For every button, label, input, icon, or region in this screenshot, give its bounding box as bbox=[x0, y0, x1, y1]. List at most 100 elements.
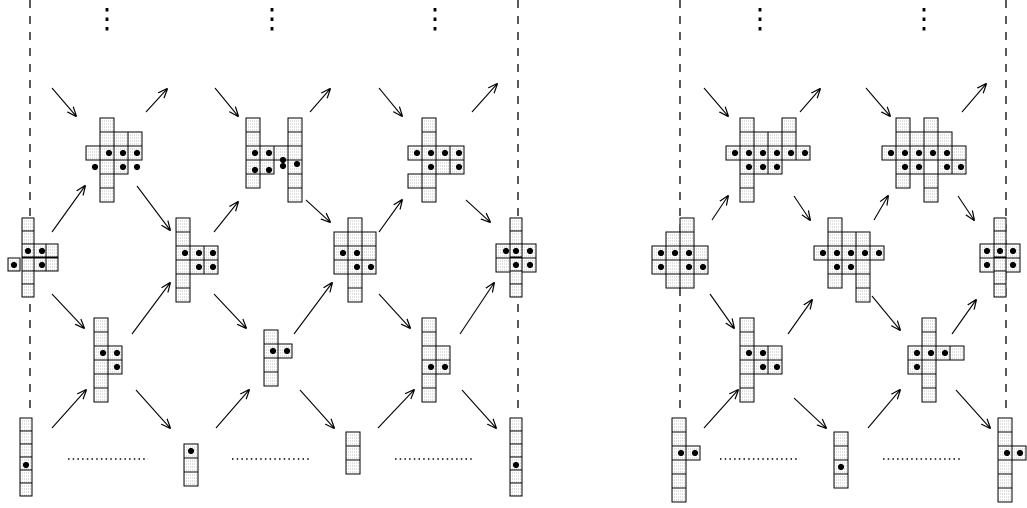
cell bbox=[245, 173, 261, 189]
arrow bbox=[787, 300, 812, 335]
config-L-top-1 bbox=[85, 117, 143, 203]
bead bbox=[861, 249, 869, 257]
bead bbox=[759, 349, 767, 357]
vertical-ellipsis: ⋮ bbox=[910, 2, 938, 35]
bead bbox=[455, 149, 463, 157]
bead bbox=[847, 249, 855, 257]
arrow bbox=[51, 87, 76, 116]
cell bbox=[679, 217, 695, 233]
cell bbox=[739, 187, 755, 203]
bead bbox=[209, 249, 217, 257]
bead bbox=[773, 163, 781, 171]
cell bbox=[19, 482, 33, 497]
bead bbox=[353, 263, 361, 271]
bead bbox=[91, 163, 99, 171]
config-L-bot-2 bbox=[345, 431, 361, 475]
bead bbox=[526, 261, 534, 269]
bead bbox=[441, 363, 449, 371]
bead bbox=[731, 149, 739, 157]
bead bbox=[339, 249, 347, 257]
bead bbox=[209, 263, 217, 271]
arrow bbox=[378, 293, 410, 328]
bead bbox=[983, 247, 991, 255]
config-L-mid-3 bbox=[495, 217, 537, 298]
bead bbox=[759, 149, 767, 157]
arrow bbox=[215, 390, 249, 429]
cell bbox=[509, 283, 523, 298]
arrow bbox=[378, 87, 402, 116]
cell bbox=[993, 257, 1007, 272]
bead bbox=[745, 349, 753, 357]
bead bbox=[133, 163, 141, 171]
arrow bbox=[957, 195, 974, 220]
bead bbox=[677, 449, 685, 457]
config-L-low-2 bbox=[263, 329, 293, 387]
arrow bbox=[709, 293, 734, 328]
cell bbox=[833, 473, 849, 489]
vertical-ellipsis: ⋮ bbox=[746, 2, 774, 35]
cell bbox=[345, 459, 361, 475]
config-R-top-1 bbox=[725, 117, 811, 203]
bead bbox=[691, 449, 699, 457]
cell bbox=[993, 283, 1007, 298]
config-R-mid-0 bbox=[651, 217, 709, 289]
bead bbox=[913, 363, 921, 371]
config-L-low-1 bbox=[93, 317, 123, 403]
bead bbox=[915, 163, 923, 171]
arrow bbox=[703, 87, 728, 116]
bead bbox=[983, 261, 991, 269]
arrow bbox=[793, 397, 826, 428]
cell bbox=[19, 443, 33, 458]
bead bbox=[787, 149, 795, 157]
cell bbox=[21, 230, 35, 245]
bead bbox=[195, 263, 203, 271]
bead bbox=[113, 363, 121, 371]
config-R-low-2 bbox=[907, 317, 965, 403]
cell bbox=[421, 387, 437, 403]
cell bbox=[509, 469, 523, 484]
bead bbox=[251, 149, 259, 157]
config-L-mid-2 bbox=[333, 217, 377, 303]
bead bbox=[915, 149, 923, 157]
bead bbox=[943, 163, 951, 171]
bead bbox=[502, 247, 510, 255]
arrow bbox=[378, 200, 402, 233]
bead bbox=[1016, 449, 1024, 457]
config-R-low-1 bbox=[739, 317, 783, 403]
bead bbox=[837, 463, 845, 471]
cell bbox=[509, 443, 523, 458]
arrow bbox=[459, 283, 494, 335]
arrow bbox=[145, 89, 167, 113]
bead bbox=[512, 247, 520, 255]
cell bbox=[21, 283, 35, 298]
bead bbox=[38, 261, 46, 269]
arrow bbox=[213, 202, 238, 233]
arrow bbox=[471, 84, 497, 113]
bead bbox=[833, 249, 841, 257]
arrow bbox=[955, 389, 990, 428]
cell bbox=[347, 287, 363, 303]
arrow bbox=[131, 283, 170, 335]
bead bbox=[819, 249, 827, 257]
cell bbox=[19, 469, 33, 484]
bead bbox=[929, 149, 937, 157]
arrow bbox=[961, 84, 986, 113]
bead bbox=[901, 163, 909, 171]
bead bbox=[119, 149, 127, 157]
vertical-ellipsis: ⋮ bbox=[258, 2, 286, 35]
arrow bbox=[873, 196, 888, 221]
bead bbox=[996, 247, 1004, 255]
bead bbox=[279, 162, 287, 170]
cell bbox=[263, 371, 279, 387]
bead bbox=[269, 347, 277, 355]
bead bbox=[685, 263, 693, 271]
cell bbox=[509, 230, 523, 245]
arrows bbox=[703, 84, 990, 428]
cell bbox=[21, 270, 35, 285]
bead bbox=[24, 247, 32, 255]
vertical-ellipsis: ⋮ bbox=[93, 2, 121, 35]
arrow bbox=[711, 196, 728, 221]
bead bbox=[913, 349, 921, 357]
left-panel: ⋮ ⋮ ⋮ bbox=[7, 0, 537, 497]
cell bbox=[183, 471, 199, 487]
